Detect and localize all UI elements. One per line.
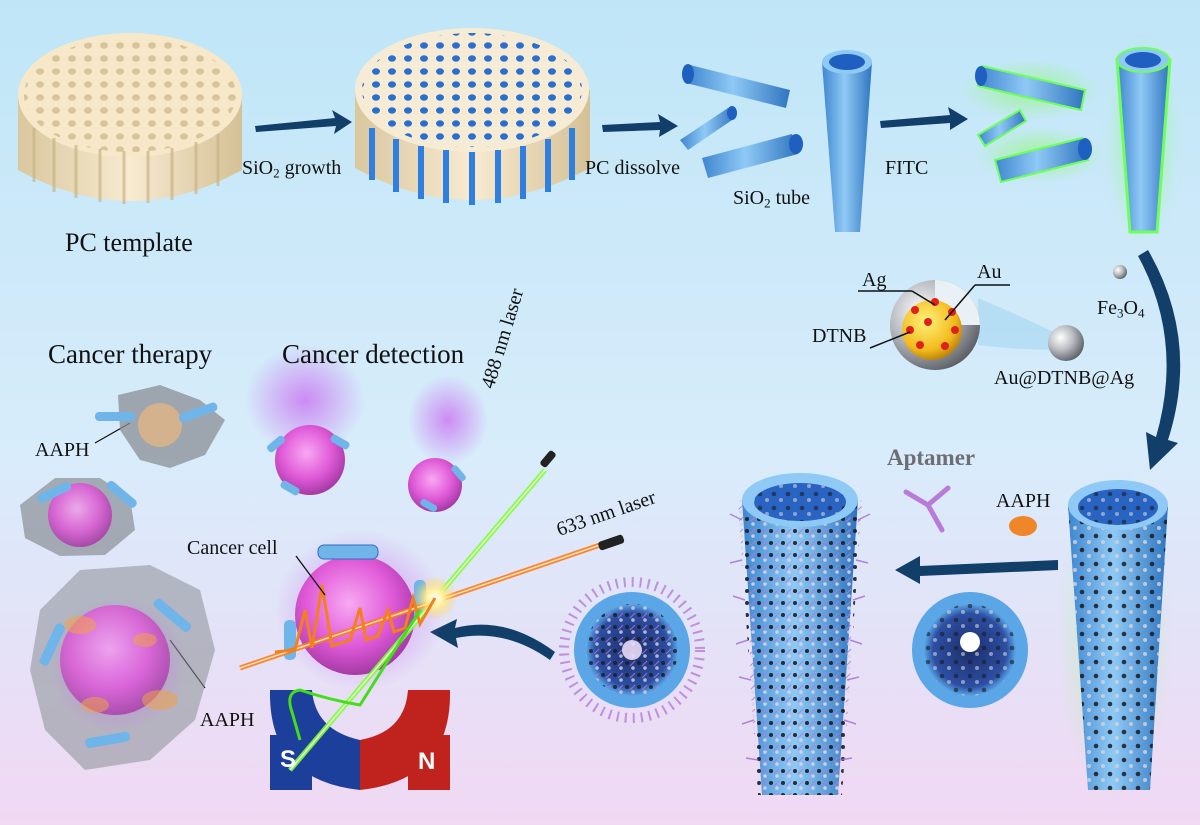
label-ag: Ag	[862, 269, 887, 291]
arrow-aptamer-functionalization	[895, 556, 1058, 584]
magnet-n-label: N	[418, 748, 436, 775]
green-fluorescence-trace	[288, 609, 422, 741]
arrow-sio2-growth	[255, 110, 352, 134]
label-aaph-top: AAPH	[996, 490, 1051, 512]
therapy-cell-2	[20, 478, 137, 556]
arrow-nanoparticle-loading	[1138, 250, 1181, 470]
label-aaph-bottom: AAPH	[200, 709, 255, 731]
sio2-tubes-group	[680, 50, 872, 232]
arrow-cell-targeting	[430, 619, 555, 660]
aptamer-tube-middle	[729, 473, 871, 795]
label-cancer-cell: Cancer cell	[187, 537, 278, 559]
label-fitc: FITC	[885, 157, 929, 179]
pc-template-disc	[18, 33, 242, 204]
detection-cell-1	[266, 425, 350, 496]
label-pc-dissolve: PC dissolve	[585, 157, 681, 179]
magnet-n-pole	[360, 690, 451, 790]
label-pc-template: PC template	[65, 228, 193, 257]
aptamer-icon	[903, 485, 951, 533]
magnet-s-label: S	[280, 746, 297, 773]
label-sio2-growth: SiO2 growth	[242, 157, 342, 181]
therapy-cell-3	[30, 565, 215, 770]
fitc-tube-1	[975, 64, 1087, 112]
label-aptamer: Aptamer	[887, 445, 976, 470]
sio2-tube-3	[702, 134, 803, 178]
fitc-tube-3	[993, 136, 1092, 184]
raman-spectrum	[274, 584, 437, 654]
sio2-tube-1	[682, 64, 790, 108]
loaded-tube-right	[1060, 470, 1170, 800]
loaded-tube-cross-section	[912, 592, 1028, 708]
aptamer-tube-cross-section	[559, 577, 705, 723]
arrow-pc-dissolve	[602, 114, 678, 137]
sio2-tube-4	[822, 50, 872, 232]
label-au-dtnb-ag: Au@DTNB@Ag	[994, 367, 1135, 389]
sio2-tube-2	[680, 106, 737, 150]
sio2-coated-disc	[355, 28, 590, 205]
aaph-molecule-icon	[1009, 516, 1037, 536]
fitc-tube-2	[976, 108, 1028, 148]
fitc-tube-4	[1115, 47, 1172, 234]
label-dtnb: DTNB	[812, 325, 867, 347]
label-cancer-detection: Cancer detection	[282, 339, 465, 369]
arrow-fitc	[880, 107, 968, 130]
label-au: Au	[977, 261, 1002, 283]
therapy-cell-1	[95, 385, 225, 468]
label-cancer-therapy: Cancer therapy	[48, 339, 213, 369]
fitc-tubes-group	[960, 35, 1180, 245]
detection-cell-2	[408, 458, 466, 512]
label-fe3o4: Fe3O4	[1097, 297, 1145, 321]
label-aaph-left: AAPH	[35, 439, 90, 461]
label-sio2-tube: SiO2 tube	[733, 187, 811, 211]
au-dtnb-ag-particle	[858, 265, 1127, 370]
